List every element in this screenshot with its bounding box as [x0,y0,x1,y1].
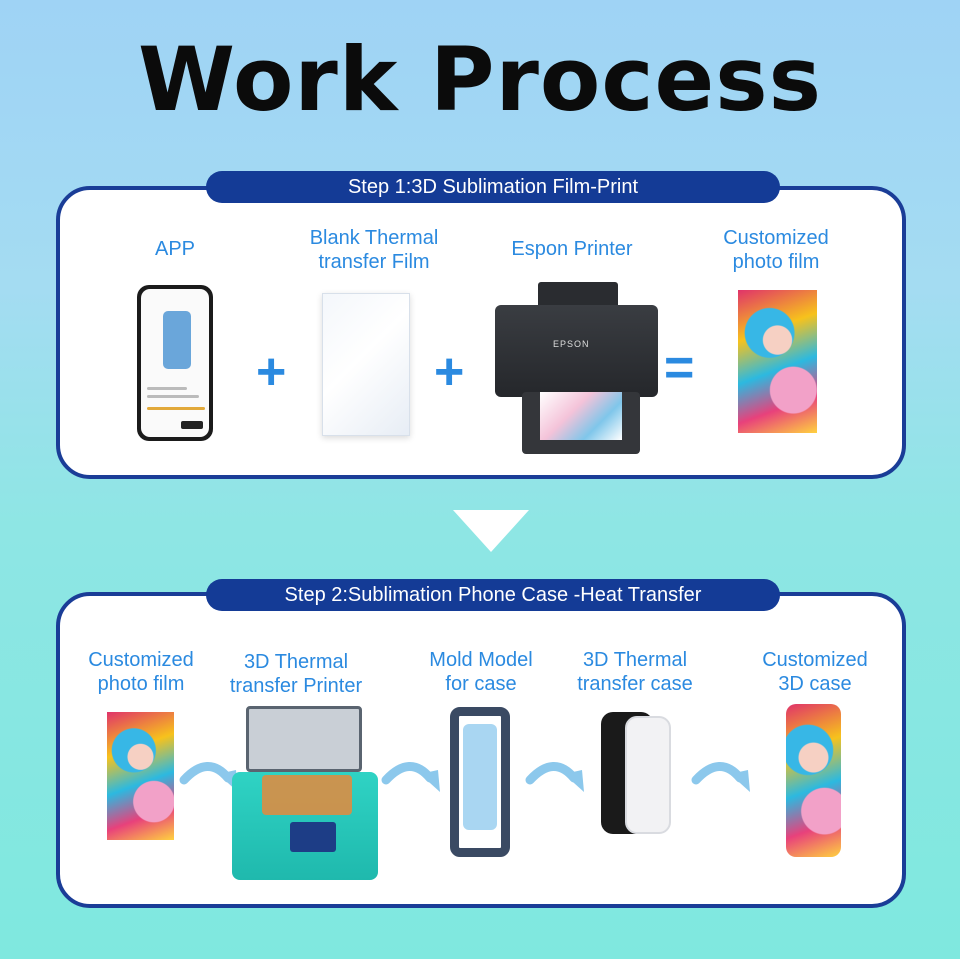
photo-film-image [738,290,817,433]
heat-press-label: 3D Thermal transfer Printer [216,650,376,698]
heat-press-lid [246,706,362,772]
phone-preview-icon [163,311,191,369]
mold-insert [463,724,497,830]
curved-arrow-icon [524,752,588,802]
heat-press-label-line2: transfer Printer [216,674,376,698]
blank-case-label-line1: 3D Thermal [562,648,708,672]
printer-label: Espon Printer [497,237,647,261]
mold-label: Mold Model for case [416,648,546,696]
step1-banner: Step 1:3D Sublimation Film-Print [206,171,780,203]
custom-case-label: Customized 3D case [750,648,880,696]
app-screen [141,289,209,437]
photo-film-label-line1: Customized [706,226,846,250]
down-arrow-icon [453,510,529,552]
blank-film-label-line2: transfer Film [294,250,454,274]
step2-banner: Step 2:Sublimation Phone Case -Heat Tran… [206,579,780,611]
step2-photo-film-image [107,712,174,840]
app-text-line [147,387,187,390]
printer-brand: EPSON [553,339,590,349]
custom-case-image [786,704,841,857]
photo-film-label-line2: photo film [706,250,846,274]
step2-photo-film-line1: Customized [76,648,206,672]
printer-image: EPSON [495,305,658,397]
mold-label-line1: Mold Model [416,648,546,672]
equals-icon: = [664,342,694,394]
plus-icon: + [434,346,464,398]
heat-press-label-line1: 3D Thermal [216,650,376,674]
blank-film-label-line1: Blank Thermal [294,226,454,250]
blank-film-image [322,293,410,436]
custom-case-label-line1: Customized [750,648,880,672]
curved-arrow-icon [380,752,444,802]
app-art-strip [147,407,205,410]
app-text-line [147,395,199,398]
heat-press-tray [262,775,352,815]
blank-case-label-line2: transfer case [562,672,708,696]
page-title: Work Process [0,28,960,131]
printed-paper [540,392,622,440]
white-case-image [625,716,671,834]
curved-arrow-icon [690,752,754,802]
blank-film-label: Blank Thermal transfer Film [294,226,454,274]
step2-photo-film-line2: photo film [76,672,206,696]
heat-press-display [290,822,336,852]
blank-case-label: 3D Thermal transfer case [562,648,708,696]
app-action-button [181,421,203,429]
mold-image [450,707,510,857]
app-phone-image [137,285,213,441]
step2-photo-film-label: Customized photo film [76,648,206,696]
custom-case-label-line2: 3D case [750,672,880,696]
photo-film-label: Customized photo film [706,226,846,274]
app-label: APP [135,237,215,261]
mold-label-line2: for case [416,672,546,696]
plus-icon: + [256,346,286,398]
